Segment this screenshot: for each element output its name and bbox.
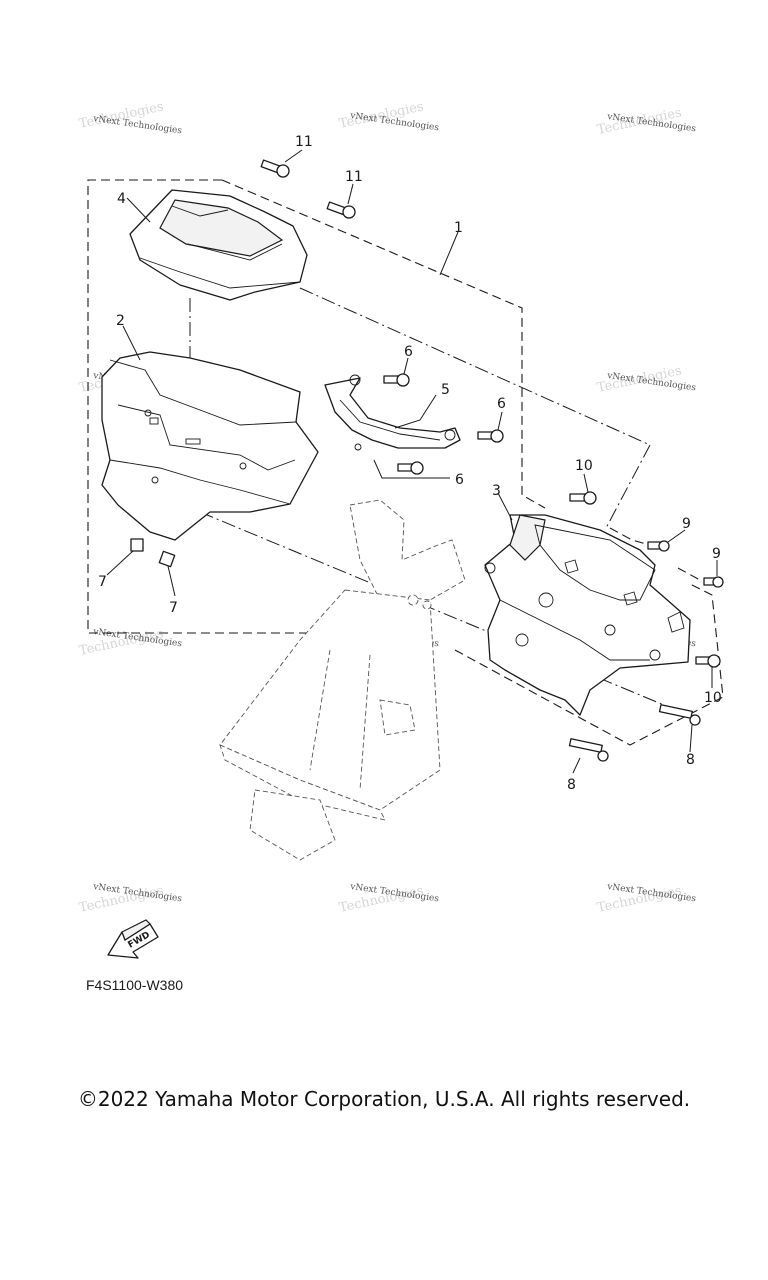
- callout-7-right: 7: [169, 600, 178, 616]
- nut-7-left: [130, 538, 144, 552]
- part-rear-panel: [484, 514, 691, 716]
- screw-6-top: [383, 373, 410, 387]
- callout-6-mid: 6: [497, 396, 506, 412]
- callout-6-bottom: 6: [455, 472, 464, 488]
- leader-lines: [106, 149, 718, 774]
- callout-7-left: 7: [98, 574, 107, 590]
- screw-11-upper: [260, 159, 290, 178]
- callout-11-upper: 11: [295, 134, 313, 150]
- assembly-outline: [87, 179, 546, 634]
- nut-7-right: [158, 550, 176, 568]
- screw-10-upper: [569, 491, 597, 505]
- screw-11-lower: [326, 201, 356, 219]
- screw-6-mid: [477, 429, 504, 443]
- part-meter-cover: [129, 189, 308, 301]
- screw-10-lower: [695, 654, 721, 668]
- part-handle-cover: [101, 351, 319, 541]
- alignment-lines: [189, 287, 724, 746]
- steering-column: [219, 499, 466, 861]
- screw-9-upper: [647, 540, 670, 552]
- callout-4: 4: [117, 191, 126, 207]
- callout-1: 1: [454, 220, 463, 236]
- fasteners: [130, 159, 724, 762]
- callouts: 1 2 3 4 5 6 6 6 7 7 8 8 9 9 10 10 11 11: [98, 134, 722, 793]
- callout-8-left: 8: [567, 777, 576, 793]
- copyright-notice: ©2022 Yamaha Motor Corporation, U.S.A. A…: [77, 1087, 691, 1111]
- bolt-8-right: [658, 704, 701, 726]
- callout-5: 5: [441, 382, 450, 398]
- screw-9-lower: [703, 576, 724, 588]
- callout-2: 2: [116, 313, 125, 329]
- screw-6-bottom: [397, 461, 424, 475]
- callout-9-upper: 9: [682, 516, 691, 532]
- bolt-8-left: [568, 738, 609, 762]
- callout-10-upper: 10: [575, 458, 593, 474]
- callout-6-top: 6: [404, 344, 413, 360]
- callout-10-lower: 10: [704, 690, 722, 706]
- callout-8-right: 8: [686, 752, 695, 768]
- callout-3: 3: [492, 483, 501, 499]
- callout-11-lower: 11: [345, 169, 363, 185]
- fwd-arrow-icon: FWD: [107, 919, 159, 959]
- callout-9-lower: 9: [712, 546, 721, 562]
- diagram-code: F4S1100-W380: [86, 977, 184, 993]
- part-bracket: [324, 374, 461, 451]
